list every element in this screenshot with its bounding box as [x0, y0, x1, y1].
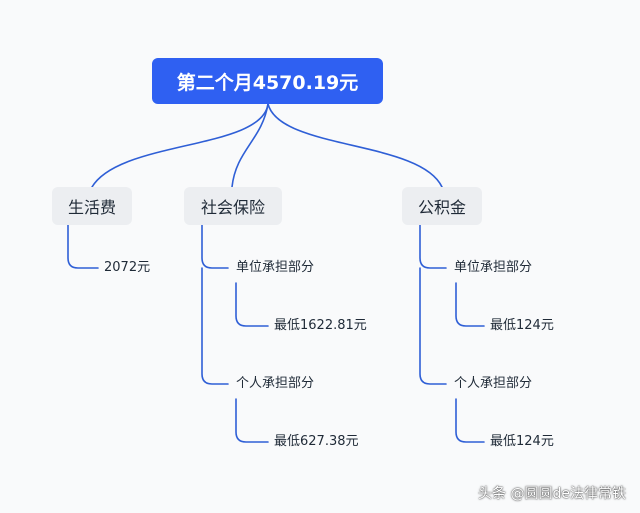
connector-social-employer: [201, 224, 229, 269]
connector-root-social: [231, 103, 269, 188]
connector-root-housing: [267, 103, 443, 188]
branch-housing-fund: 公积金: [402, 187, 482, 225]
root-node-label: 第二个月4570.19元: [176, 71, 359, 94]
housing-fund-personal-value: 最低124元: [490, 434, 554, 449]
connector-housing-personal-value: [455, 398, 485, 443]
connector-social-personal-value: [235, 398, 269, 443]
social-insurance-employer-label: 单位承担部分: [236, 260, 315, 275]
branch-social-insurance-label: 社会保险: [200, 198, 265, 217]
connector-housing-personal: [419, 267, 447, 385]
connector-social-personal: [201, 267, 229, 385]
social-insurance-personal-label: 个人承担部分: [236, 376, 315, 391]
watermark: 头条 @圆圆de法律常铁: [478, 483, 626, 503]
connector-social-employer-value: [235, 282, 269, 327]
connector-root-living: [91, 103, 269, 188]
branch-social-insurance: 社会保险: [184, 187, 282, 225]
living-expenses-value: 2072元: [104, 260, 151, 275]
connector-living-value: [67, 224, 99, 269]
housing-fund-employer-value: 最低124元: [490, 318, 554, 333]
housing-fund-employer-label: 单位承担部分: [454, 260, 533, 275]
branch-living-expenses: 生活费: [52, 187, 132, 225]
branch-living-expenses-label: 生活费: [67, 198, 116, 217]
social-insurance-employer-value: 最低1622.81元: [274, 318, 367, 333]
root-node: 第二个月4570.19元: [152, 58, 383, 104]
connector-housing-employer-value: [455, 282, 485, 327]
housing-fund-personal-label: 个人承担部分: [454, 376, 533, 391]
connector-housing-employer: [419, 224, 447, 269]
branch-housing-fund-label: 公积金: [417, 198, 466, 217]
watermark-text: 头条 @圆圆de法律常铁: [478, 486, 626, 502]
social-insurance-personal-value: 最低627.38元: [274, 434, 359, 449]
